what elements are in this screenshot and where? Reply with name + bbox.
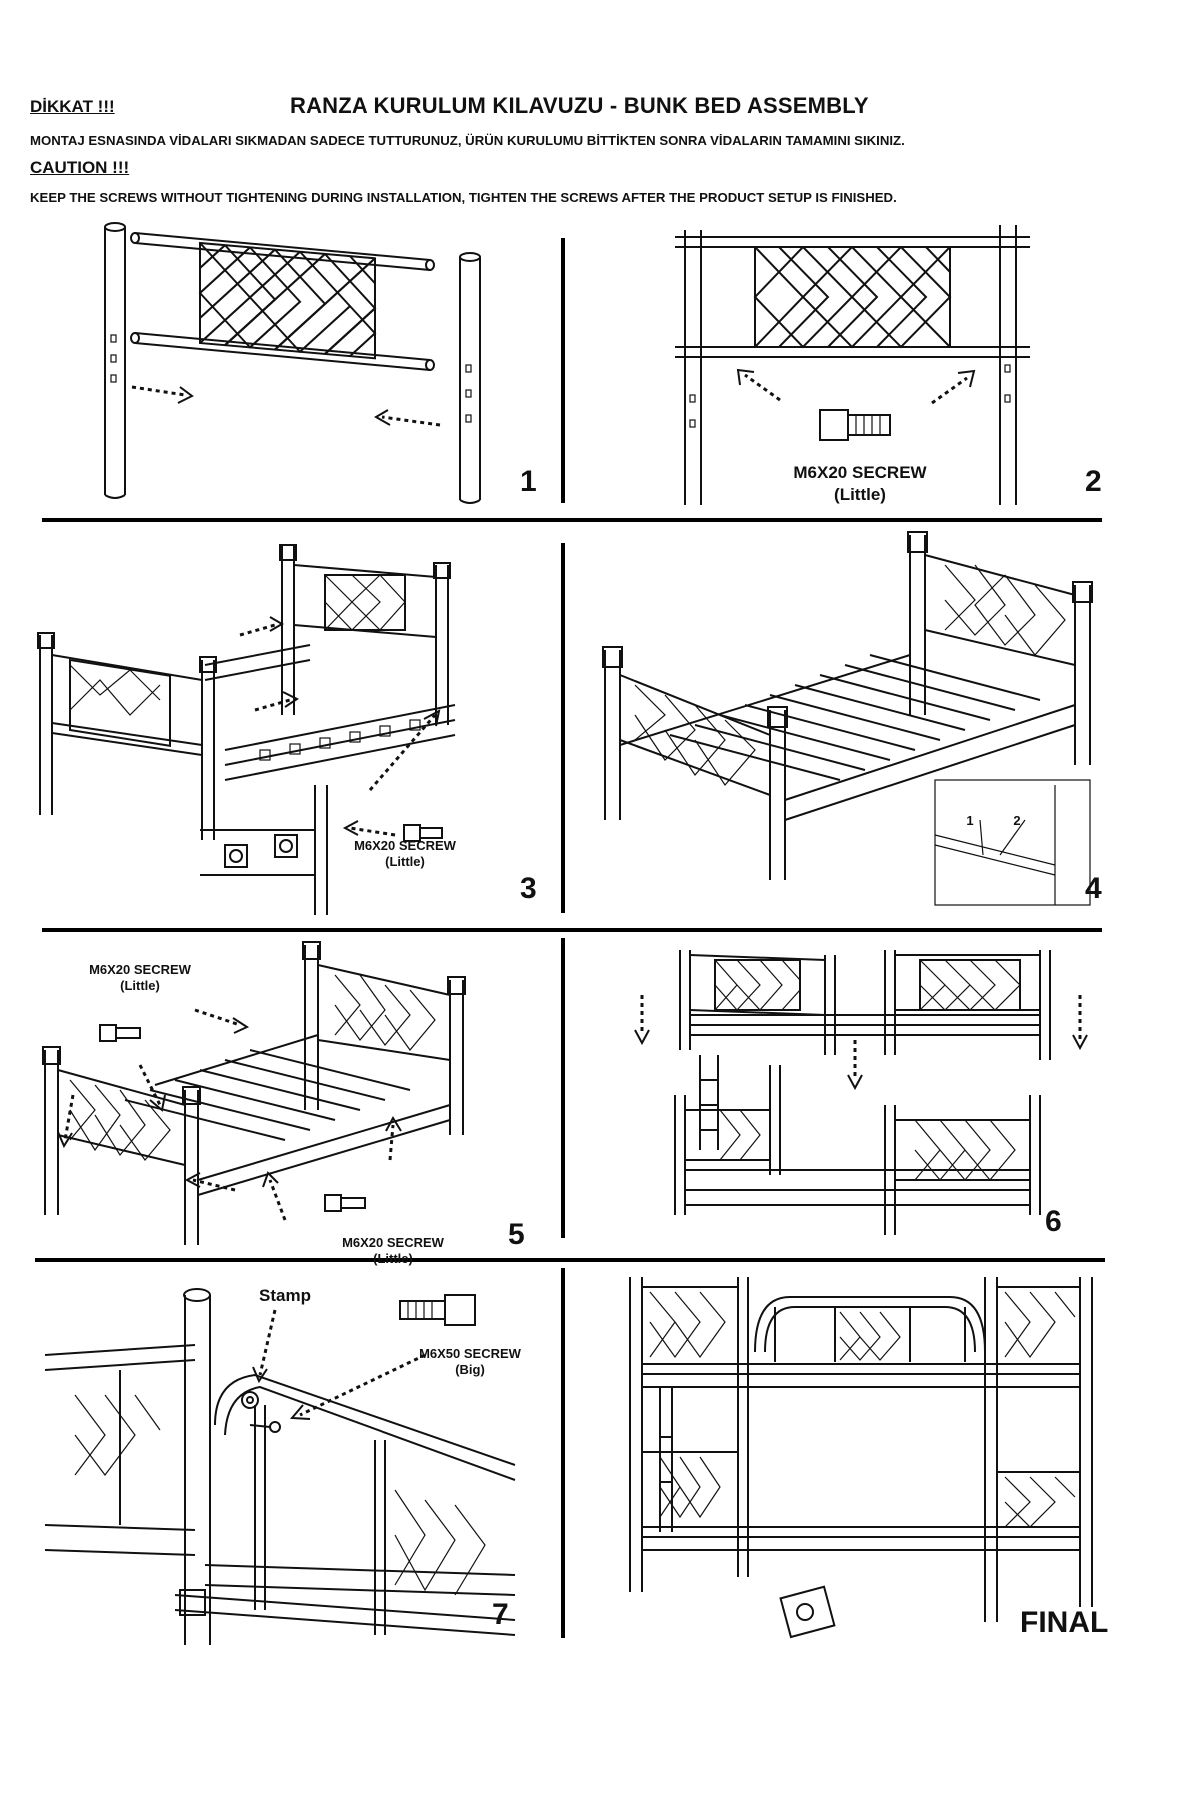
screw-icon: [819, 409, 891, 441]
step-2-screw-label: M6X20 SECREW (Little): [760, 462, 960, 506]
step-2-number: 2: [1085, 465, 1102, 498]
screw-size: (Little): [834, 485, 886, 505]
warning-tr: DİKKAT !!!: [30, 97, 115, 116]
screw-size: (Little): [120, 978, 160, 994]
step-2-diagram: [675, 225, 1030, 505]
separator-col-3: [561, 938, 565, 1238]
screw-name: M6X20 SECREW: [793, 463, 927, 482]
step-6-diagram: [634, 950, 1088, 1235]
step-7-number: 7: [492, 1598, 509, 1631]
step-6-number: 6: [1045, 1205, 1062, 1238]
separator-col-2: [561, 543, 565, 913]
bed-frame-icon: [602, 531, 1093, 880]
bunk-bed-icon: [629, 1277, 1093, 1622]
right-end-frame-icon: [279, 544, 451, 725]
arrow-icon: [254, 698, 291, 712]
screw-name: M6X20 SECREW: [354, 838, 456, 853]
arrow-head-icon: [957, 369, 976, 388]
step-4-detail-label-2: 2: [1013, 813, 1021, 828]
screw-name: M6X20 SECREW: [342, 1235, 444, 1250]
screw-name: M6X20 SECREW: [89, 962, 191, 977]
rail-closeup-icon: [44, 1288, 516, 1645]
left-post-icon: [104, 222, 126, 499]
left-end-frame-icon: [37, 632, 217, 840]
step-1-diagram: [104, 222, 481, 504]
screw-icon: [399, 1294, 476, 1326]
assembled-headboard-icon: [675, 225, 1030, 505]
stamp-icon: [241, 1391, 259, 1409]
step-3-diagram: [37, 544, 456, 915]
screw-icon: [403, 824, 443, 842]
arrow-icon: [368, 714, 437, 791]
step-4-diagram: [602, 531, 1093, 906]
step-3-number: 3: [520, 872, 537, 905]
arrow-icon: [258, 1309, 277, 1376]
separator-row-1: [42, 518, 1102, 522]
arrow-head-icon: [374, 409, 391, 426]
step-5-number: 5: [508, 1218, 525, 1251]
separator-col-4: [561, 1268, 565, 1638]
step-5-diagram: [42, 941, 466, 1245]
screw-name: M6X50 SECREW: [419, 1346, 521, 1361]
arrow-head-icon: [736, 368, 755, 386]
arrow-icon: [744, 373, 781, 402]
arrow-icon: [131, 385, 186, 397]
ladder-icon: [699, 1055, 719, 1150]
instruction-tr: MONTAJ ESNASINDA VİDALARI SIKMADAN SADEC…: [30, 133, 905, 148]
separator-row-2: [42, 928, 1102, 932]
step-3-screw-label: M6X20 SECREW (Little): [320, 838, 490, 871]
bolt-icon: [249, 1421, 281, 1433]
slat-detail-icon: [934, 779, 1091, 906]
stamp-icon: [779, 1585, 836, 1639]
headboard-panel-icon: [130, 232, 435, 371]
step-4-detail-label-1: 1: [966, 813, 974, 828]
arrow-icon: [381, 415, 441, 427]
stamp-label: Stamp: [259, 1286, 311, 1305]
screw-icon: [324, 1194, 366, 1212]
arrow-icon: [299, 1353, 426, 1417]
arrow-icon: [268, 1179, 287, 1221]
final-label: FINAL: [1020, 1606, 1109, 1639]
arrow-icon: [192, 1178, 236, 1192]
separator-row-3: [35, 1258, 1105, 1262]
arrow-icon: [194, 1008, 241, 1027]
rail-detail-icon: [200, 785, 328, 915]
arrow-head-icon: [177, 386, 194, 404]
arrow-icon: [239, 623, 276, 637]
instruction-en: KEEP THE SCREWS WITHOUT TIGHTENING DURIN…: [30, 190, 897, 205]
right-post-icon: [459, 252, 481, 504]
bed-frame-icon: [42, 941, 466, 1245]
arrow-icon: [388, 1124, 395, 1161]
screw-size: (Little): [373, 1251, 413, 1267]
step-7-screw-label: M6X50 SECREW (Big): [395, 1346, 545, 1379]
final-diagram: [629, 1277, 1093, 1639]
side-rail-icon: [204, 644, 456, 781]
step-5-screw-label-bottom: M6X20 SECREW (Little): [318, 1235, 468, 1268]
warning-en: CAUTION !!!: [30, 158, 130, 177]
step-5-screw-label-top: M6X20 SECREW (Little): [70, 962, 210, 995]
step-7-diagram: [44, 1288, 516, 1645]
screw-size: (Little): [385, 854, 425, 870]
screw-size: (Big): [455, 1362, 485, 1378]
screw-icon: [99, 1024, 141, 1042]
upper-bunk-icon: [679, 950, 1051, 1060]
page-title: RANZA KURULUM KILAVUZU - BUNK BED ASSEMB…: [290, 93, 869, 118]
separator-col-1: [561, 238, 565, 503]
arrow-icon: [931, 376, 968, 405]
step-4-number: 4: [1085, 872, 1102, 905]
step-1-number: 1: [520, 465, 537, 498]
lower-bunk-icon: [674, 1065, 1041, 1235]
